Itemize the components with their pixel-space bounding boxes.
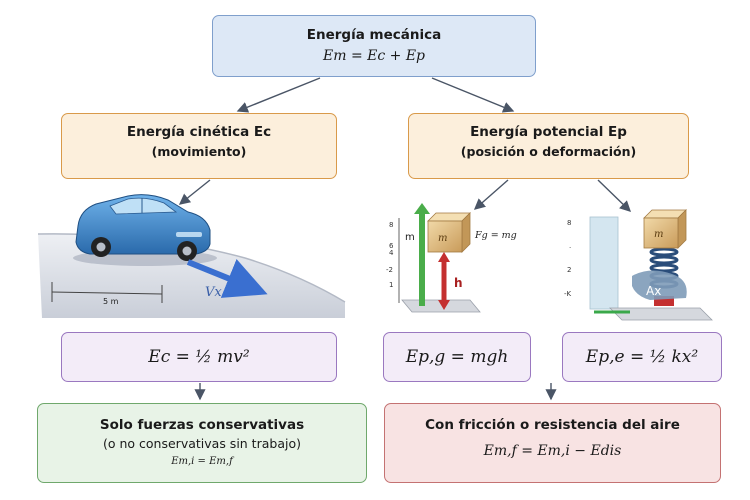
friction-title: Con fricción o resistencia del aire <box>425 417 680 433</box>
gravitational-formula-box: Ep,g = mgh <box>383 332 531 382</box>
kinetic-energy-box: Energía cinética Ec (movimiento) <box>61 113 337 179</box>
svg-text:6: 6 <box>389 242 394 250</box>
friction-box: Con fricción o resistencia del aire Em,f… <box>384 403 721 483</box>
conservative-title: Solo fuerzas conservativas <box>99 417 305 433</box>
arrow-top-to-kinetic <box>236 77 321 113</box>
spring-mass-block: m <box>643 209 687 249</box>
svg-text:m: m <box>438 233 447 244</box>
height-label: h <box>454 276 463 290</box>
potential-energy-subtitle: (posición o deformación) <box>460 144 637 159</box>
spring-axis-ticks: 8 · 2 -K <box>564 219 572 298</box>
arrow-potential-to-spring <box>597 179 632 212</box>
svg-text:-K: -K <box>564 290 572 298</box>
velocity-arrow <box>186 259 268 298</box>
svg-text:2: 2 <box>567 266 571 274</box>
car <box>75 194 211 261</box>
kinetic-energy-title: Energía cinética Ec <box>126 124 272 140</box>
kinetic-formula-box: Ec = ½ mv² <box>61 332 337 382</box>
mechanical-energy-title: Energía mecánica <box>306 27 442 43</box>
elastic-formula-box: Ep,e = ½ kx² <box>562 332 722 382</box>
potential-energy-title: Energía potencial Ep <box>470 124 627 140</box>
arrow-top-to-potential <box>431 77 515 113</box>
gravity-axis-ticks: 8 6 4 -2 1 <box>386 221 394 289</box>
svg-text:·: · <box>569 244 571 252</box>
ruler <box>589 216 619 310</box>
conservative-forces-box: Solo fuerzas conservativas (o no conserv… <box>37 403 367 483</box>
svg-text:m: m <box>654 229 663 240</box>
arrow-kinetic-to-car <box>178 179 211 205</box>
conservative-formula: Em,i = Em,f <box>171 456 233 467</box>
mass-label: m <box>405 232 415 243</box>
svg-text:-2: -2 <box>386 266 393 274</box>
potential-energy-box: Energía potencial Ep (posición o deforma… <box>408 113 689 179</box>
displacement-label: Ax <box>646 284 661 298</box>
arrow-potential-to-gravity <box>473 179 509 210</box>
mechanical-energy-box: Energía mecánica Em = Ec + Ep <box>212 15 536 77</box>
conservative-subtitle: (o no conservativas sin trabajo) <box>103 436 301 451</box>
mechanical-energy-formula: Em = Ec + Ep <box>323 48 425 64</box>
green-height-arrow <box>419 212 425 306</box>
kinetic-energy-subtitle: (movimiento) <box>151 144 247 159</box>
kinetic-formula: Ec = ½ mv² <box>148 347 250 367</box>
distance-label: 5 m <box>103 297 119 306</box>
mass-block: m <box>427 212 471 253</box>
connector-arrows <box>178 77 632 401</box>
distance-marker <box>51 282 163 303</box>
svg-text:4: 4 <box>389 249 394 257</box>
spring-base-plate <box>609 307 713 321</box>
car-scene: 5 m Vx <box>37 194 346 318</box>
spring-red-base <box>654 296 674 306</box>
gravitational-formula: Ep,g = mgh <box>405 347 509 367</box>
gravity-scene: 8 6 4 -2 1 m m Fg = mg h <box>386 203 517 313</box>
displacement-shape <box>632 270 687 300</box>
spring-scene: 8 · 2 -K m Ax <box>564 209 713 321</box>
elastic-formula: Ep,e = ½ kx² <box>585 347 699 367</box>
svg-text:1: 1 <box>389 281 393 289</box>
friction-formula: Em,f = Em,i − Edis <box>483 443 622 459</box>
svg-text:8: 8 <box>567 219 571 227</box>
svg-text:8: 8 <box>389 221 393 229</box>
gravity-force-label: Fg = mg <box>474 230 517 241</box>
velocity-label: Vx <box>205 285 222 300</box>
